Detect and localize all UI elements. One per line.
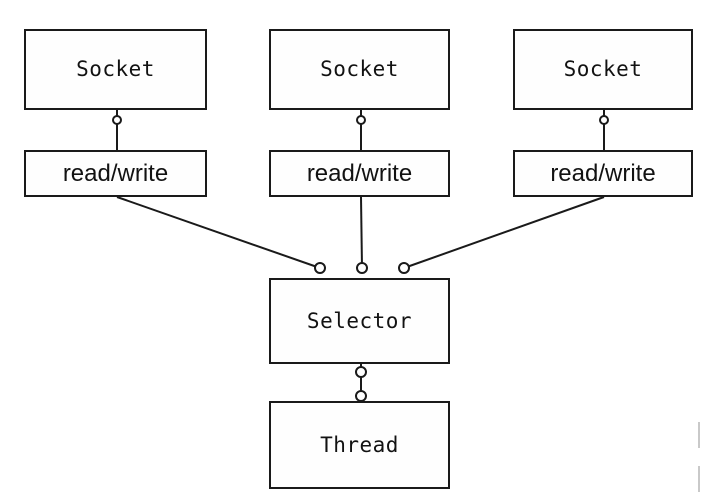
node-label-thread: Thread — [320, 432, 399, 457]
node-label-socket-3: Socket — [563, 57, 643, 81]
node-thread[interactable]: Thread — [269, 401, 450, 489]
node-socket-3[interactable]: Socket — [513, 29, 693, 110]
node-label-selector: Selector — [306, 308, 413, 333]
node-label-socket-1: Socket — [76, 57, 155, 81]
node-readwrite-2[interactable]: read/write — [269, 150, 450, 197]
node-label-readwrite-3: read/write — [550, 159, 656, 187]
port-socket1-bottom-icon — [112, 115, 122, 125]
node-socket-2[interactable]: Socket — [269, 29, 450, 110]
edge-mark-upper — [698, 422, 700, 448]
port-thread-top-icon — [355, 390, 367, 402]
edge-mark-lower — [698, 466, 700, 492]
connector-readwrite1-to-selector — [116, 196, 321, 269]
port-socket2-bottom-icon — [356, 115, 366, 125]
connector-readwrite2-to-selector — [360, 196, 363, 269]
port-selector-right-icon — [398, 262, 410, 274]
node-readwrite-1[interactable]: read/write — [24, 150, 207, 197]
port-selector-center-icon — [356, 262, 368, 274]
node-label-socket-2: Socket — [320, 57, 399, 81]
node-socket-1[interactable]: Socket — [24, 29, 207, 110]
node-label-readwrite-1: read/write — [62, 159, 169, 187]
node-selector[interactable]: Selector — [269, 278, 450, 364]
port-selector-left-icon — [314, 262, 326, 274]
connector-readwrite3-to-selector — [403, 196, 605, 269]
port-selector-bottom-icon — [355, 366, 367, 378]
node-readwrite-3[interactable]: read/write — [513, 150, 693, 197]
node-label-readwrite-2: read/write — [306, 159, 413, 187]
port-socket3-bottom-icon — [599, 115, 609, 125]
